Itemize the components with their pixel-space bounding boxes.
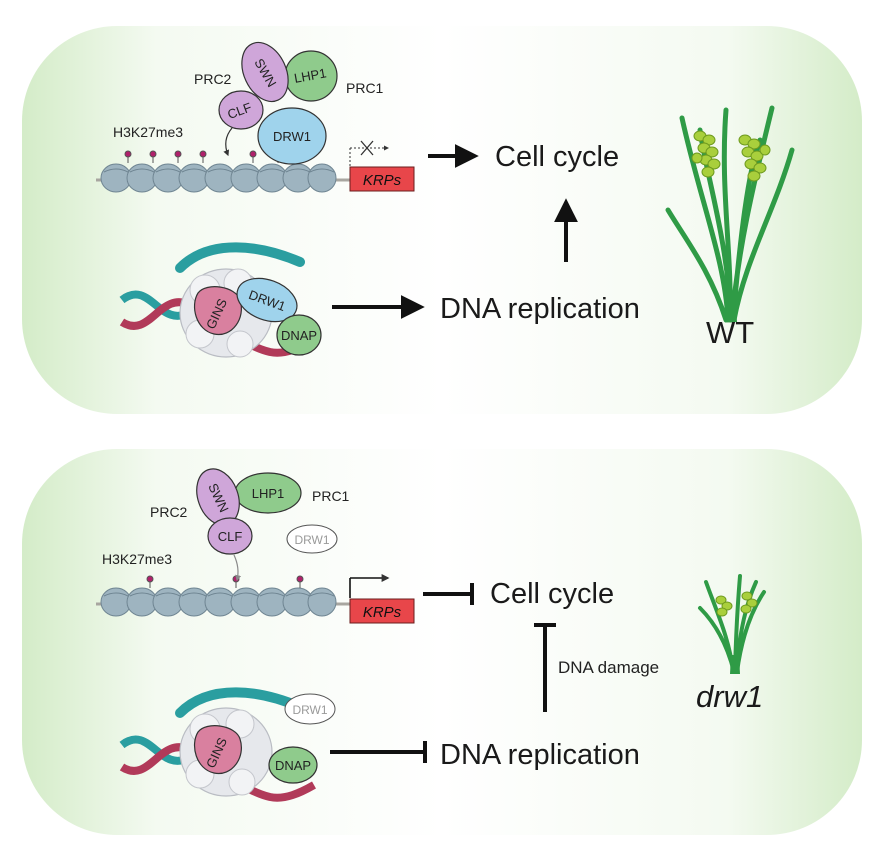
panel-wt: H3K27me3 DRW1 LHP1 CLF SWN PRC2 PRC1 KRP… <box>22 26 862 414</box>
replisome-wt: GINS DRW1 DNAP <box>119 242 322 358</box>
chromatin-fiber <box>96 163 350 193</box>
chromatin-fiber-mutant <box>96 587 350 617</box>
wt-genotype-label: WT <box>706 315 754 350</box>
wt-plant-icon <box>665 105 795 323</box>
krps-gene: KRPs <box>349 140 415 192</box>
dnap-label: DNAP <box>281 328 317 343</box>
drw1-replisome-protein <box>236 277 298 323</box>
clf-to-chromatin-arrow <box>223 127 233 157</box>
lhp1-label: LHP1 <box>293 65 328 85</box>
panel-mutant: H3K27me3 LHP1 SWN CLF DRW1 PRC2 PRC1 KRP… <box>22 449 862 835</box>
clf-label-mutant: CLF <box>218 529 243 544</box>
panel-wt-background <box>22 26 862 414</box>
krps-gene-mutant: KRPs <box>349 574 415 624</box>
drw1-protein <box>257 107 327 165</box>
polycomb-complex: DRW1 LHP1 CLF SWN <box>218 41 338 165</box>
drw1-label: DRW1 <box>273 129 311 144</box>
krps-label: KRPs <box>363 172 402 189</box>
dna-damage-inhibits-cell-cycle <box>534 623 556 712</box>
drw1-plant-icon <box>698 574 766 674</box>
dna-damage-label: DNA damage <box>558 658 659 677</box>
drw1-absent-label: DRW1 <box>294 533 329 547</box>
blocked-transcription-icon <box>360 140 374 156</box>
polycomb-complex-mutant: LHP1 SWN CLF DRW1 <box>196 468 338 582</box>
dnap-protein <box>276 314 322 356</box>
prc2-label-mutant: PRC2 <box>150 504 188 520</box>
prc2-label: PRC2 <box>194 71 232 87</box>
lhp1-label-mutant: LHP1 <box>252 486 285 501</box>
dnap-label-mutant: DNAP <box>275 758 311 773</box>
replisome-inhibits-replication <box>330 741 427 763</box>
prc1-label-mutant: PRC1 <box>312 488 350 504</box>
cell-cycle-label: Cell cycle <box>495 141 619 173</box>
drw1-absent-protein <box>286 524 338 554</box>
prc1-label: PRC1 <box>346 80 384 96</box>
dna-replication-label: DNA replication <box>440 293 640 325</box>
swn-protein <box>241 41 289 103</box>
gins-protein-mutant <box>193 725 242 775</box>
drw1-absent-replisome-label: DRW1 <box>292 703 327 717</box>
dna-replication-label-mutant: DNA replication <box>440 739 640 771</box>
dnap-protein-mutant <box>268 746 318 784</box>
cell-cycle-label-mutant: Cell cycle <box>490 578 614 610</box>
h3k27me3-label: H3K27me3 <box>113 124 183 140</box>
clf-protein <box>218 90 264 130</box>
krps-inhibits-cell-cycle <box>423 583 474 605</box>
krps-label-mutant: KRPs <box>363 604 402 621</box>
clf-to-chromatin-arrow-mutant <box>233 554 242 582</box>
clf-protein-mutant <box>207 517 253 555</box>
h3k27me3-label-mutant: H3K27me3 <box>102 551 172 567</box>
replisome-mutant: GINS DNAP DRW1 <box>119 687 336 802</box>
drw1-absent-replisome-protein <box>284 693 336 725</box>
gins-protein <box>193 286 242 336</box>
drw1-genotype-label: drw1 <box>696 679 763 714</box>
